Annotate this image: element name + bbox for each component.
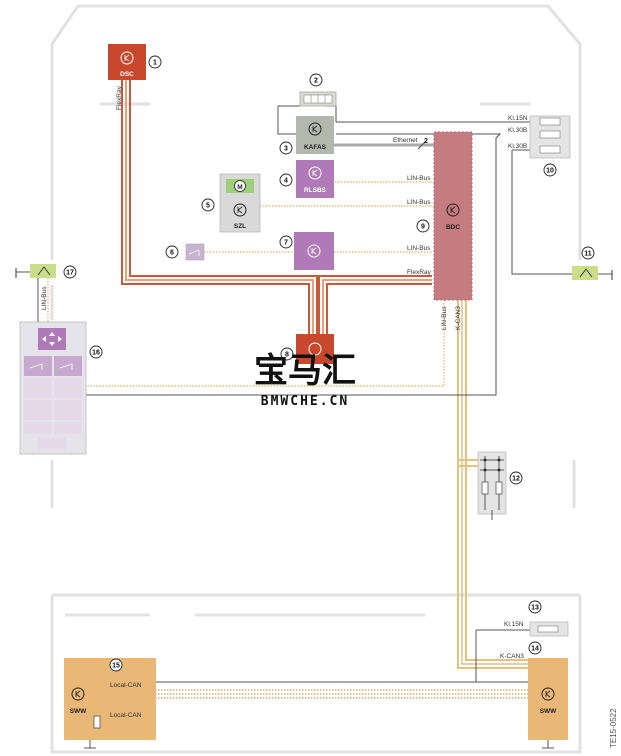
control-panel-16: [19, 321, 87, 455]
sww-right-module: SWW: [528, 658, 568, 749]
local-can-lines: [92, 689, 528, 721]
svg-text:10: 10: [546, 168, 554, 175]
kl15n-top-label: Kl.15N: [508, 115, 528, 122]
callout-9: 9: [416, 219, 430, 233]
svg-text:5: 5: [206, 203, 210, 210]
rlsbs-module: RLSBS: [296, 160, 334, 198]
szl-module: M SZL: [219, 173, 261, 233]
szl-label: SZL: [234, 223, 246, 230]
flexray-harness: [121, 80, 432, 338]
vehicle-outline: [50, 4, 582, 754]
ethernet-label: Ethernet: [393, 137, 418, 144]
svg-text:16: 16: [92, 350, 100, 357]
watermark-site: BMWCHE.CN: [261, 394, 349, 409]
callout-markers: 1 2 3 4 5 6 7 8 9 10 11 12 13 14 15 16 1…: [63, 55, 595, 672]
svg-text:4: 4: [284, 178, 288, 185]
dsc-module: DSC: [108, 44, 146, 80]
callout-17: 17: [63, 265, 77, 279]
component-8-module: [296, 334, 334, 364]
flexray-bdc-label: FlexRay: [407, 269, 432, 276]
svg-text:3: 3: [284, 146, 288, 153]
sww-left-module: SWW: [64, 658, 156, 749]
dsc-label: DSC: [120, 71, 134, 78]
lin-szl-label: LIN-Bus: [407, 199, 431, 206]
sensor-11: [572, 266, 613, 280]
svg-text:8: 8: [285, 352, 289, 359]
watermark: 宝马汇 BMWCHE.CN: [254, 352, 356, 409]
callout-6: 6: [165, 245, 179, 259]
callout-7: 7: [279, 235, 293, 249]
svg-text:14: 14: [531, 646, 539, 653]
fuse-box-10: [529, 115, 571, 159]
lin-17-label: LIN-Bus: [41, 286, 48, 310]
svg-text:1: 1: [153, 60, 157, 67]
flexray-dsc-label: FlexRay: [116, 85, 123, 110]
motor-icon: M: [237, 184, 242, 191]
watermark-logo: 宝马汇: [254, 352, 356, 390]
callout-5: 5: [201, 198, 215, 212]
kcan3-right-label: K-CAN3: [500, 653, 524, 660]
kl30b-1-label: Kl.30B: [508, 127, 527, 134]
svg-text:15: 15: [112, 663, 120, 670]
sww-right-label: SWW: [540, 708, 557, 715]
kafas-label: KAFAS: [304, 144, 327, 151]
component-2-symbol: [299, 91, 337, 107]
callout-8: 8: [280, 347, 294, 361]
ethernet-line: [334, 140, 434, 150]
callout-1: 1: [148, 55, 162, 69]
callout-4: 4: [279, 173, 293, 187]
resistor-block-12: [477, 451, 507, 520]
svg-text:11: 11: [584, 251, 592, 258]
callout-15: 15: [109, 658, 123, 672]
sensor-17: [15, 264, 56, 322]
svg-text:17: 17: [66, 270, 74, 277]
figure-code: TE15-0522: [609, 708, 618, 748]
local-can-2-label: Local-CAN: [110, 712, 142, 719]
callout-13: 13: [528, 600, 542, 614]
svg-text:12: 12: [512, 476, 520, 483]
bdc-module: BDC: [433, 131, 473, 301]
callout-16: 16: [89, 345, 103, 359]
component-7-module: [294, 232, 334, 270]
local-can-1-label: Local-CAN: [110, 682, 142, 689]
lin-bdc-down-label: LIN-Bus: [441, 306, 448, 330]
fuse-13: [529, 621, 569, 637]
svg-text:7: 7: [284, 240, 288, 247]
svg-text:13: 13: [531, 605, 539, 612]
rlsbs-label: RLSBS: [304, 187, 327, 194]
svg-text:6: 6: [170, 250, 174, 257]
callout-3: 3: [279, 141, 293, 155]
lin-rlsbs-label: LIN-Bus: [407, 175, 431, 182]
callout-11: 11: [581, 246, 595, 260]
ethernet-count: 2: [424, 138, 428, 145]
callout-14: 14: [528, 641, 542, 655]
kafas-module: KAFAS: [296, 116, 334, 154]
kl15n-bottom-label: Kl.15N: [504, 621, 524, 628]
lin-7-label: LIN-Bus: [407, 245, 431, 252]
svg-text:9: 9: [421, 224, 425, 231]
sww-left-label: SWW: [70, 708, 87, 715]
kcan3-bdc-down-label: K-CAN3: [455, 306, 462, 330]
lin-bus-lines: [86, 181, 445, 387]
callout-2: 2: [309, 73, 323, 87]
callout-10: 10: [543, 163, 557, 177]
callout-12: 12: [509, 471, 523, 485]
svg-text:2: 2: [314, 78, 318, 85]
component-6-switch: [185, 243, 205, 261]
kl30b-2-label: Kl.30B: [508, 143, 527, 150]
bdc-label: BDC: [446, 224, 460, 231]
